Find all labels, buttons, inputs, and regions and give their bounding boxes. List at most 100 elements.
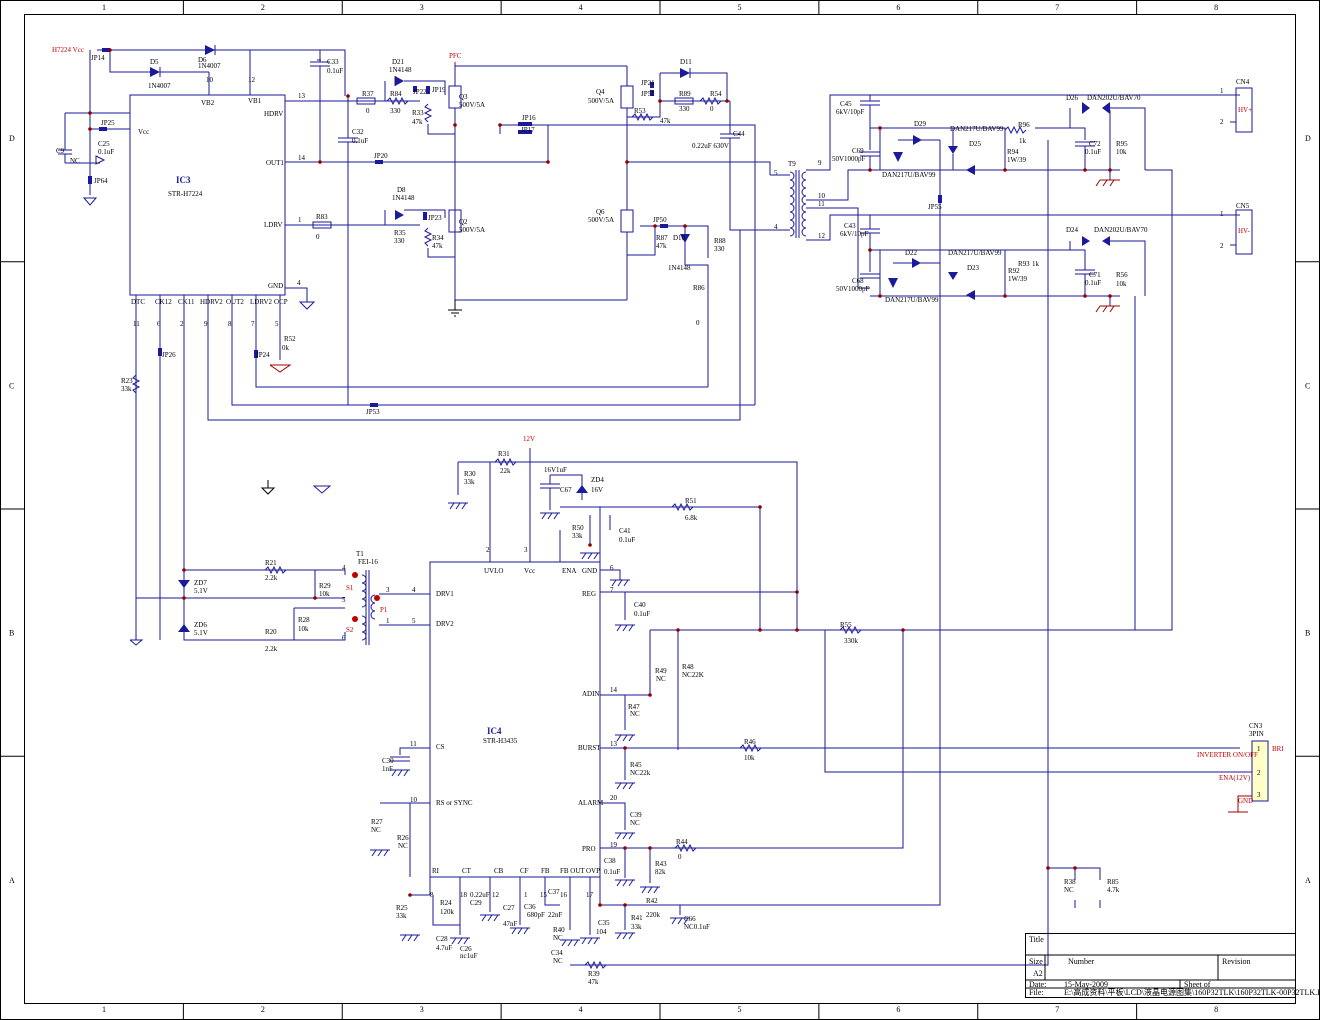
c39-value: NC <box>630 819 640 827</box>
title-block: Title Size A2 Number Revision Date: 15-M… <box>1025 933 1320 998</box>
jp53-label: JP53 <box>366 408 380 416</box>
ic3-pinnum-2: 2 <box>180 320 184 328</box>
c72-label: C72 <box>1089 140 1101 148</box>
sheet-label: Sheet of <box>1184 980 1211 989</box>
cn5-pin2: 2 <box>1220 242 1224 250</box>
net-inverter-onoff: INVERTER ON/OFF <box>1197 751 1258 759</box>
c36-value: 680pF <box>527 911 545 919</box>
r95-label: R95 <box>1116 140 1128 148</box>
c36-label: C36 <box>524 903 536 911</box>
ground-symbol <box>450 937 470 945</box>
ic4-pin-drv1: DRV1 <box>436 590 454 598</box>
ic4-pin-cs: CS <box>436 743 445 751</box>
jp16-label: JP16 <box>522 114 536 122</box>
d10-value: 1N4148 <box>668 264 691 272</box>
dan202b-value: DAN202U/BAV70 <box>1094 226 1148 234</box>
ic3-ref: IC3 <box>176 175 191 185</box>
date-value: 15-May-2009 <box>1064 980 1108 989</box>
zd4-value: 16V <box>591 486 603 494</box>
r23-value: 33k <box>121 385 132 393</box>
ic3-pinnum-5: 5 <box>275 320 279 328</box>
d25-label: D25 <box>969 140 982 148</box>
t9-pin-11: 11 <box>818 200 825 208</box>
c25-label: C25 <box>98 140 110 148</box>
ic3-body <box>129 94 286 296</box>
r26-label: R26 <box>397 834 409 842</box>
ic4-pin-ovp: OVP <box>586 867 600 875</box>
ic3-pin-ck12: CK12 <box>155 298 172 306</box>
r92-value: 1W/39 <box>1008 275 1028 283</box>
ground-symbol <box>615 879 635 887</box>
r46-label: R46 <box>744 738 756 746</box>
jp20-label: JP20 <box>374 152 388 160</box>
r40-value: NC <box>553 934 563 942</box>
c45-value: 6kV/10pF <box>836 108 865 116</box>
r29-label: R29 <box>319 582 331 590</box>
r34-value: 47k <box>432 242 443 250</box>
c37-value: 22nF <box>548 911 563 919</box>
r53-value: 47k <box>660 117 671 125</box>
r96-value: 1k <box>1019 137 1027 145</box>
t9-label: T9 <box>788 160 796 168</box>
ic3-section: H7224 Vcc JP14 D5 1N4007 D6 1N4007 C33 0… <box>52 45 771 640</box>
c40-value: 0.1uF <box>634 610 650 618</box>
grid-row-label: A <box>9 876 15 885</box>
jp26-label: JP26 <box>162 351 176 359</box>
ic3-pinnum-4: 4 <box>297 279 301 287</box>
c32-label: C32 <box>352 128 364 136</box>
r86-value: 0 <box>696 319 700 327</box>
r43-value: 82k <box>655 868 666 876</box>
r44-value: 0 <box>678 853 682 861</box>
zd7-value: 5.1V <box>194 587 208 595</box>
ic3-pinnum-7: 7 <box>251 320 255 328</box>
ic4-pinnum-3: 3 <box>524 546 528 554</box>
t1-label: T1 <box>356 550 364 558</box>
junction-dots <box>88 48 1112 907</box>
c26-label: C26 <box>460 945 472 953</box>
file-value: E:\高成资料\平板\LCD\液晶电源图集\160P32TLK\160P32TL… <box>1064 987 1320 997</box>
r25-value: 33k <box>396 912 407 920</box>
r53-label: R53 <box>634 107 646 115</box>
ic3-pin-out1: OUT1 <box>266 159 284 167</box>
r46-value: 10k <box>744 754 755 762</box>
t9-pin-12: 12 <box>818 232 826 240</box>
jp50-label: JP50 <box>653 216 667 224</box>
r20-label: R20 <box>265 628 277 636</box>
c26-value: nc1uF <box>460 952 478 960</box>
r84-label: R84 <box>390 90 402 98</box>
c69-label: C69 <box>852 147 864 155</box>
ic4-pinnum-7: 7 <box>610 586 614 594</box>
r92-label: R92 <box>1008 267 1020 275</box>
ic4-pinnum-11: 11 <box>410 740 417 748</box>
net-h7224vcc: H7224 Vcc <box>52 46 84 54</box>
ic4-pin-rs: RS or SYNC <box>436 799 473 807</box>
r85-value: 4.7k <box>1107 886 1120 894</box>
cn4-pin1: 1 <box>1220 87 1224 95</box>
grid-column-label: 6 <box>896 1005 900 1014</box>
r54-value: 0 <box>710 105 714 113</box>
grid-column-label: 1 <box>102 3 106 12</box>
r88-label: R88 <box>714 237 726 245</box>
q3-label: Q3 <box>459 93 468 101</box>
ic4-pin-ena: ENA <box>562 567 576 575</box>
c66-value: NC0.1uF <box>684 923 710 931</box>
grid-column-label: 7 <box>1055 3 1059 12</box>
ic4-part: STR-H3435 <box>483 737 518 745</box>
zd6-label: ZD6 <box>194 621 207 629</box>
c67-label: C67 <box>560 486 572 494</box>
r56-label: R56 <box>1116 271 1128 279</box>
r83-label: R83 <box>316 213 328 221</box>
ic4-pinnum-1: 1 <box>524 891 528 899</box>
ic4-pin-pro: PRO <box>582 845 596 853</box>
cn3-pin1: 1 <box>1257 745 1261 753</box>
ic4-body <box>429 561 601 878</box>
grid-column-label: 5 <box>737 3 741 12</box>
ic4-pin-drv2: DRV2 <box>436 620 454 628</box>
r27-label: R27 <box>371 818 383 826</box>
ic3-pin-ck11: CK11 <box>178 298 195 306</box>
r48-label: R48 <box>682 663 694 671</box>
net-hv-plus: HV+ <box>1238 106 1252 114</box>
ic4-pin-ct: CT <box>462 867 472 875</box>
ic4-pinnum-13: 13 <box>610 740 618 748</box>
